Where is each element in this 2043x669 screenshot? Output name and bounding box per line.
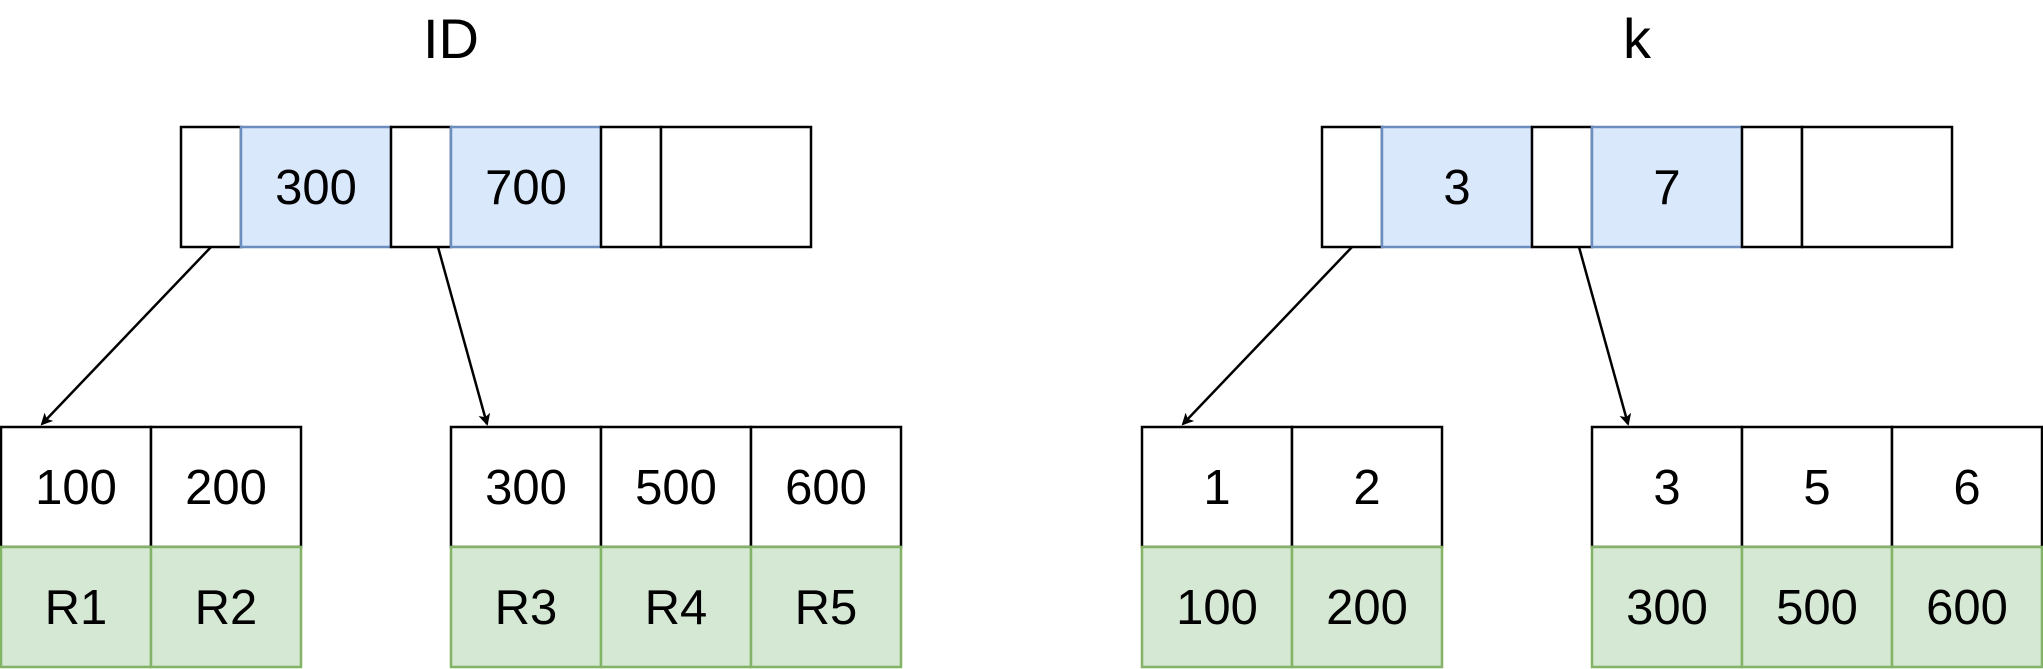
root-pointer-cell: [1320, 125, 1384, 249]
root-pointer-cell: [179, 125, 243, 249]
leaf-key-label: 100: [35, 461, 117, 515]
leaf-value-cell: [1290, 545, 1444, 669]
pointer-arrow: [436, 246, 491, 426]
leaf-value-label: R2: [195, 581, 258, 635]
tree-id: ID 300 700 100 200 R1 R2: [0, 7, 903, 669]
root-key-label: 7: [1653, 161, 1680, 215]
leaf-value-label: 200: [1326, 581, 1408, 635]
leaf-value-cell: [449, 545, 603, 669]
leaf-key-cell: [1590, 425, 1744, 549]
root-key-cell: [1380, 125, 1534, 249]
leaf-key-cell: [599, 425, 753, 549]
leaf-key-label: 200: [185, 461, 267, 515]
leaf-value-label: R3: [495, 581, 558, 635]
root-pointer-cell: [389, 125, 453, 249]
leaf-value-cell: [1740, 545, 1894, 669]
leaf-value-label: 600: [1926, 581, 2008, 635]
leaf-key-label: 500: [635, 461, 717, 515]
leaf-key-label: 600: [785, 461, 867, 515]
leaf-value-label: R4: [645, 581, 708, 635]
tree-title: ID: [423, 7, 479, 70]
leaf-value-cell: [1140, 545, 1294, 669]
leaf-key-label: 3: [1653, 461, 1680, 515]
leaf-key-label: 2: [1353, 461, 1380, 515]
leaf-key-cell: [1890, 425, 2043, 549]
root-key-cell: [239, 125, 393, 249]
root-key-label: 700: [485, 161, 567, 215]
leaf-value-cell: [1590, 545, 1744, 669]
root-pointer-cell: [1740, 125, 1804, 249]
leaf-node: 100 200 R1 R2: [0, 425, 303, 669]
root-node: 3 7: [1320, 125, 1954, 249]
leaf-key-label: 5: [1803, 461, 1830, 515]
leaf-value-cell: [149, 545, 303, 669]
root-node: 300 700: [179, 125, 813, 249]
pointer-arrow: [1181, 246, 1353, 426]
tree-title: k: [1623, 7, 1652, 70]
leaf-value-label: 300: [1626, 581, 1708, 635]
leaf-node: 300 500 600 R3 R4 R5: [449, 425, 903, 669]
leaf-value-cell: [1890, 545, 2043, 669]
leaf-node: 1 2 100 200: [1140, 425, 1444, 669]
leaf-key-label: 300: [485, 461, 567, 515]
tree-k: k 3 7 1 2 100 200 3: [1140, 7, 2043, 669]
leaf-key-label: 6: [1953, 461, 1980, 515]
root-key-label: 3: [1443, 161, 1470, 215]
leaf-key-cell: [1290, 425, 1444, 549]
pointer-arrow: [1577, 246, 1632, 426]
leaf-value-label: 500: [1776, 581, 1858, 635]
root-key-cell: [449, 125, 603, 249]
root-key-cell: [1590, 125, 1744, 249]
root-empty-cell: [659, 125, 813, 249]
leaf-value-label: R1: [45, 581, 108, 635]
root-pointer-cell: [1530, 125, 1594, 249]
leaf-value-label: R5: [795, 581, 858, 635]
leaf-key-label: 1: [1203, 461, 1230, 515]
root-key-label: 300: [275, 161, 357, 215]
leaf-value-cell: [0, 545, 153, 669]
leaf-node: 3 5 6 300 500 600: [1590, 425, 2043, 669]
leaf-key-cell: [149, 425, 303, 549]
leaf-value-cell: [749, 545, 903, 669]
root-empty-cell: [1800, 125, 1954, 249]
root-pointer-cell: [599, 125, 663, 249]
pointer-arrow: [40, 246, 212, 426]
leaf-key-cell: [1740, 425, 1894, 549]
leaf-key-cell: [0, 425, 153, 549]
leaf-value-label: 100: [1176, 581, 1258, 635]
